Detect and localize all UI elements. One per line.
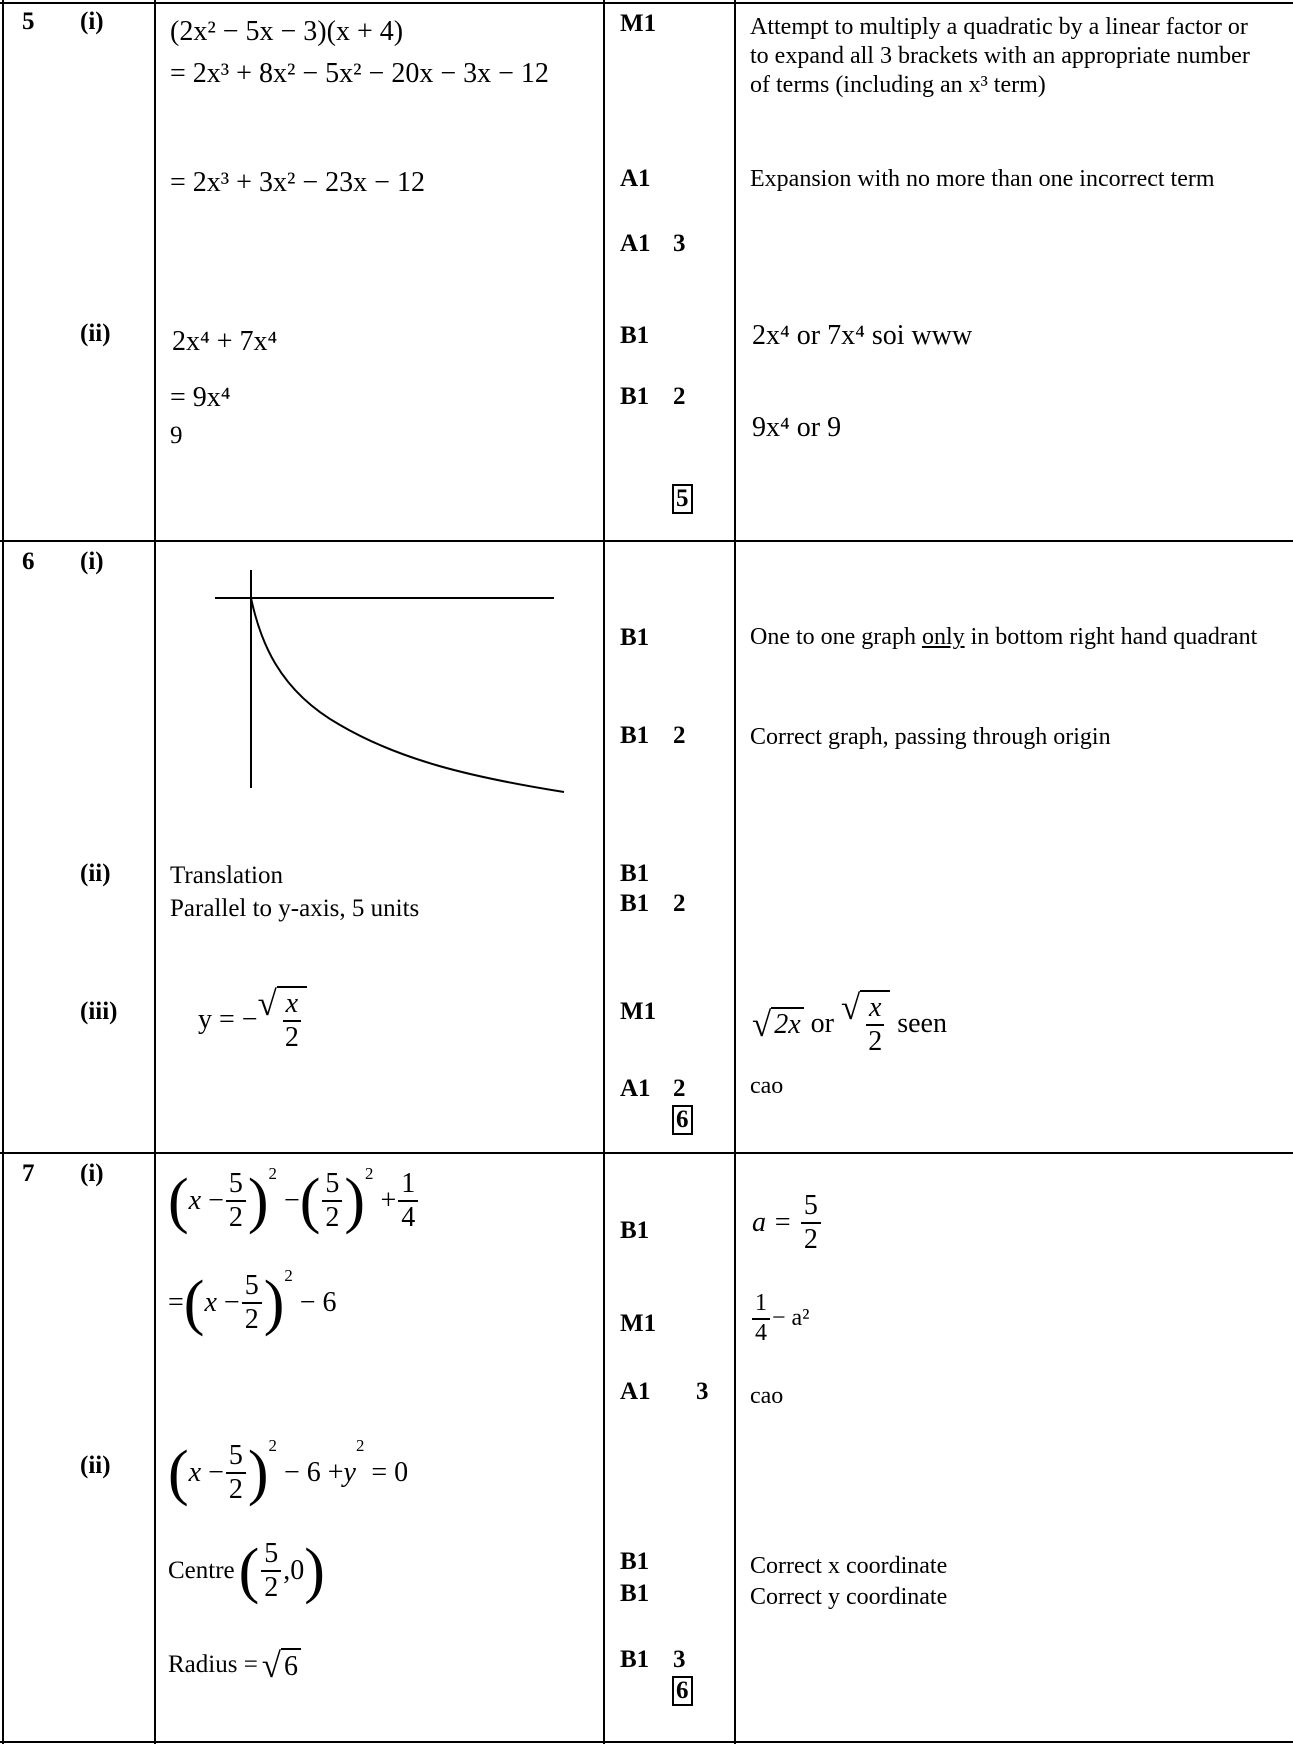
question-number: 7 xyxy=(22,1160,35,1187)
mark-code: B1 xyxy=(620,322,650,349)
question-total: 6 xyxy=(672,1105,693,1136)
guidance-text: 9x⁴ or 9 xyxy=(752,412,842,443)
guidance-part: a = xyxy=(752,1207,792,1239)
guidance-emphasis: only xyxy=(921,624,965,650)
column-divider-marks xyxy=(603,0,605,1744)
guidance-text: Correct x coordinate xyxy=(750,1553,948,1579)
guidance-text: One to one graph only in bottom right ha… xyxy=(750,623,1270,652)
guidance-text: Expansion with no more than one incorrec… xyxy=(750,166,1215,192)
sketch-graph xyxy=(215,570,565,793)
centre-label: Centre xyxy=(168,1556,235,1584)
working-line: (2x² − 5x − 3)(x + 4) xyxy=(170,16,404,47)
table-bottom-border xyxy=(0,1741,1293,1743)
row-divider-q6-q7 xyxy=(0,1152,1293,1154)
part-label: (ii) xyxy=(80,860,111,887)
guidance-part: in bottom right hand quadrant xyxy=(964,624,1258,650)
mark-total: 3 xyxy=(673,230,686,257)
guidance-text: 2x⁴ or 7x⁴ soi www xyxy=(752,320,973,351)
question-total-box: 5 xyxy=(672,484,693,515)
guidance-part: or xyxy=(803,1008,841,1040)
working-line: Radius = √6 xyxy=(168,1648,302,1683)
radicand: 6 xyxy=(281,1648,302,1683)
guidance-text: Attempt to multiply a quadratic by a lin… xyxy=(750,14,1250,98)
guidance-part: seen xyxy=(890,1008,947,1040)
question-total: 5 xyxy=(672,484,693,515)
square-root: √2x xyxy=(752,1006,804,1042)
mark-code: A1 xyxy=(620,1075,651,1102)
mark-code: B1 xyxy=(620,860,650,887)
part-label: (i) xyxy=(80,8,104,35)
question-total-box: 6 xyxy=(672,1105,693,1136)
radius-label: Radius = xyxy=(168,1651,258,1679)
mark-code: A1 xyxy=(620,230,651,257)
mark-code: M1 xyxy=(620,998,657,1025)
mark-total: 3 xyxy=(673,1646,686,1673)
question-number: 6 xyxy=(22,548,35,575)
part-label: (ii) xyxy=(80,320,111,347)
mark-code: A1 xyxy=(620,1378,651,1405)
fraction-numerator: x xyxy=(285,988,299,1019)
part-label: (i) xyxy=(80,548,104,575)
fraction-denominator: 2 xyxy=(284,1022,299,1054)
mark-code: B1 xyxy=(620,890,650,917)
question-number: 5 xyxy=(22,8,35,35)
mark-code: M1 xyxy=(620,1310,657,1337)
guidance-text: Correct y coordinate xyxy=(750,1584,948,1610)
working-line: = 2x³ + 3x² − 23x − 12 xyxy=(170,167,425,198)
mark-total: 2 xyxy=(673,890,686,917)
mark-total: 2 xyxy=(673,383,686,410)
working-line: Translation xyxy=(170,862,283,889)
column-divider-work xyxy=(154,0,156,1744)
radicand: 2x xyxy=(774,1009,801,1041)
working-line: Parallel to y-axis, 5 units xyxy=(170,895,420,922)
fraction-denominator: 2 xyxy=(868,1026,883,1058)
column-divider-guidance xyxy=(734,0,736,1744)
table-top-border xyxy=(0,2,1293,4)
guidance-part: One to one graph xyxy=(750,624,922,650)
mark-code: B1 xyxy=(620,1580,650,1607)
part-label: (i) xyxy=(80,1160,104,1187)
part-label: (iii) xyxy=(80,998,118,1025)
fraction-numerator: x xyxy=(868,992,882,1023)
guidance-text: cao xyxy=(750,1073,784,1099)
working-line: 2x⁴ + 7x⁴ xyxy=(172,326,278,357)
mark-code: M1 xyxy=(620,10,657,37)
mark-code: A1 xyxy=(620,165,651,192)
mark-code: B1 xyxy=(620,383,650,410)
part-label: (ii) xyxy=(80,1452,111,1479)
equation-lhs: y = − xyxy=(198,1004,258,1036)
row-divider-q5-q6 xyxy=(0,540,1293,542)
mark-code: B1 xyxy=(620,722,650,749)
mark-code: B1 xyxy=(620,1646,650,1673)
mark-code: B1 xyxy=(620,624,650,651)
mark-total: 3 xyxy=(696,1378,709,1405)
graph-curve xyxy=(250,597,565,793)
table-left-border xyxy=(2,0,4,1744)
working-line: = 9x⁴ xyxy=(170,382,231,413)
working-line: = 2x³ + 8x² − 5x² − 20x − 3x − 12 xyxy=(170,58,549,89)
guidance-text: Correct graph, passing through origin xyxy=(750,724,1111,750)
question-total-box: 6 xyxy=(672,1676,693,1707)
guidance-text: cao xyxy=(750,1383,784,1409)
mark-total: 2 xyxy=(673,1075,686,1102)
mark-code: B1 xyxy=(620,1217,650,1244)
mark-code: B1 xyxy=(620,1548,650,1575)
mark-total: 2 xyxy=(673,722,686,749)
guidance-part: − a² xyxy=(772,1305,810,1332)
question-total: 6 xyxy=(672,1676,693,1707)
working-line: 9 xyxy=(170,422,183,449)
